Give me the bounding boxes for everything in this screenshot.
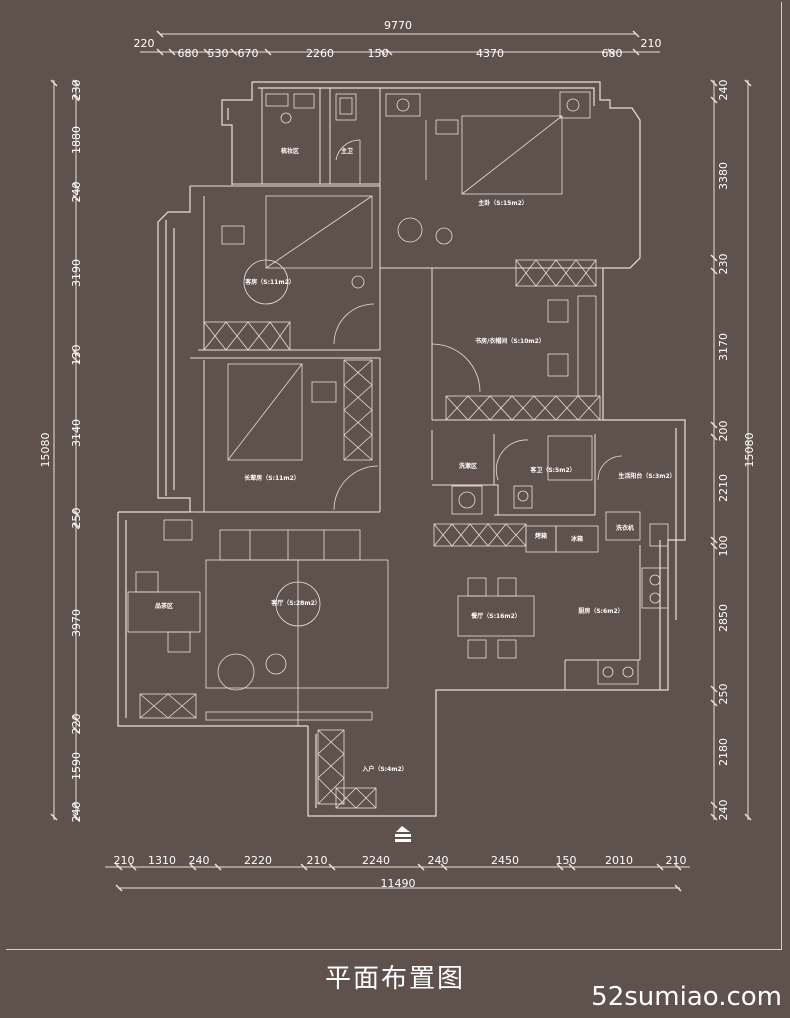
dim-left-3: 3190 [70, 259, 83, 287]
room-label-dining-room: 餐厅（S:16m2） [470, 612, 521, 620]
dim-top-6: 4370 [476, 47, 504, 60]
dim-right-7: 2850 [717, 604, 730, 632]
room-label-balcony: 生活阳台（S:3m2） [618, 472, 675, 480]
bottom-dimension-chain: 11490 210 1310 240 2220 210 2240 240 245… [105, 854, 690, 892]
right-dimension-chain: 15080 240 3380 230 3170 200 2210 100 285… [710, 79, 756, 821]
label-washer: 洗衣机 [616, 524, 634, 532]
interior-walls [190, 88, 641, 690]
room-label-elder-room: 长辈房（S:11m2） [244, 474, 300, 482]
dim-top-total: 9770 [384, 19, 412, 32]
label-oven: 烤箱 [535, 532, 547, 540]
dim-left-10: 240 [70, 802, 83, 823]
plan-title: 平面布置图 [324, 964, 465, 994]
room-label-guest-toilet: 客卫（S:5m2） [529, 466, 575, 474]
dim-left-6: 250 [70, 508, 83, 529]
dim-right-2: 230 [717, 254, 730, 275]
dim-left-8: 220 [70, 714, 83, 735]
dim-top-2: 530 [208, 47, 229, 60]
dim-left-5: 3140 [70, 419, 83, 447]
dim-bottom-1: 1310 [148, 854, 176, 867]
room-labels: 梳妆区 主卫 主卧（S:15m2） 客房（S:11m2） 书房/衣帽间（S:10… [155, 147, 676, 773]
dim-top-4: 2260 [306, 47, 334, 60]
entrance-arrow-icon [395, 826, 411, 842]
dim-bottom-4: 210 [307, 854, 328, 867]
exterior-walls [117, 81, 686, 817]
dim-right-5: 2210 [717, 474, 730, 502]
room-label-tea-area: 品茶区 [155, 602, 173, 610]
dim-bottom-3: 2220 [244, 854, 272, 867]
dim-left-9: 1590 [70, 752, 83, 780]
dim-right-4: 200 [717, 421, 730, 442]
dim-left-2: 240 [70, 182, 83, 203]
room-label-master-toilet: 主卫 [341, 147, 353, 155]
dim-top-3: 670 [238, 47, 259, 60]
room-label-laundry-area: 洗漱区 [459, 462, 477, 470]
dim-right-9: 2180 [717, 738, 730, 766]
furniture [127, 91, 669, 809]
dim-bottom-total: 11490 [381, 877, 416, 890]
dim-right-6: 100 [717, 536, 730, 557]
dim-left-0: 230 [70, 80, 83, 101]
dim-bottom-2: 240 [189, 854, 210, 867]
drawing-frame [6, 2, 782, 950]
left-dimension-chain: 15080 230 1880 240 3190 130 3140 250 397… [39, 79, 83, 823]
dim-right-10: 240 [717, 800, 730, 821]
room-label-entry: 入户（S:4m2） [361, 765, 407, 773]
dim-right-3: 3170 [717, 333, 730, 361]
dim-bottom-9: 2010 [605, 854, 633, 867]
room-label-master-bedroom: 主卧（S:15m2） [478, 199, 528, 207]
label-fridge: 冰箱 [571, 535, 583, 543]
dim-right-8: 250 [717, 684, 730, 705]
dim-top-5: 150 [368, 47, 389, 60]
watermark: 52sumiao.com [591, 982, 782, 1012]
dim-top-7: 680 [602, 47, 623, 60]
dim-bottom-6: 240 [428, 854, 449, 867]
dim-left-1: 1880 [70, 126, 83, 154]
dim-left-7: 3970 [70, 609, 83, 637]
dim-top-8: 210 [641, 37, 662, 50]
room-label-study: 书房/衣帽间（S:10m2） [475, 337, 545, 345]
top-dimension-chain: 9770 220 680 530 670 2260 150 4370 680 2… [134, 19, 662, 60]
dim-bottom-5: 2240 [362, 854, 390, 867]
dim-top-0: 220 [134, 37, 155, 50]
dim-bottom-10: 210 [666, 854, 687, 867]
room-label-guest-room: 客房（S:11m2） [244, 278, 295, 286]
dim-top-1: 680 [178, 47, 199, 60]
dim-right-total: 15080 [743, 433, 756, 468]
room-label-makeup: 梳妆区 [280, 147, 299, 155]
dim-left-4: 130 [70, 345, 83, 366]
dim-right-1: 3380 [717, 162, 730, 190]
dim-left-total: 15080 [39, 433, 52, 468]
dim-bottom-0: 210 [114, 854, 135, 867]
dim-bottom-7: 2450 [491, 854, 519, 867]
room-label-kitchen: 厨房（S:6m2） [578, 607, 623, 615]
room-label-living-room: 客厅（S:28m2） [270, 599, 321, 607]
dim-right-0: 240 [717, 80, 730, 101]
dim-bottom-8: 150 [556, 854, 577, 867]
